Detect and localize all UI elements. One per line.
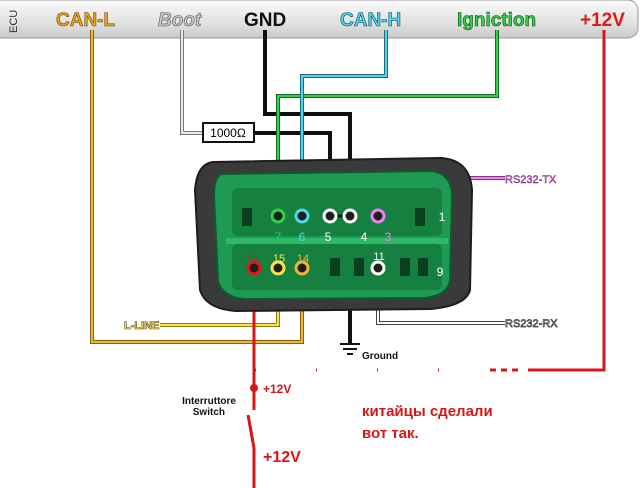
ecu-pin-gnd: GND — [244, 10, 286, 31]
ecu-pin-can-h: CAN-H — [340, 10, 401, 31]
pin-4-label: 4 — [361, 230, 368, 244]
switch-label-it: Interruttore — [182, 396, 236, 407]
switch-voltage-top: +12V — [263, 382, 291, 396]
note-line-1: китайцы сделали — [362, 403, 493, 420]
pin-16-label: 16 — [246, 253, 258, 265]
pin-11-ring — [370, 260, 386, 276]
pin-4-ring — [342, 208, 358, 224]
rs232-rx-label: RS232-RX — [505, 318, 558, 330]
switch-symbol — [246, 384, 258, 488]
pin-6-label: 6 — [299, 230, 306, 244]
rs232-tx-label: RS232-TX — [505, 174, 557, 186]
resistor — [202, 122, 255, 143]
pin-9-label: 9 — [437, 265, 444, 279]
pin-15-label: 15 — [273, 253, 285, 265]
note-line-2: вот так. — [362, 425, 419, 442]
ecu-label: ECU — [8, 10, 20, 33]
ecu-pin-boot: Boot — [158, 10, 202, 31]
ecu-header-bar — [0, 0, 639, 39]
switch-voltage-bottom: +12V — [263, 449, 301, 466]
obd2-connector — [193, 156, 474, 313]
pin-5-ring — [322, 208, 338, 224]
ground-symbol — [340, 343, 360, 355]
pin-14-ring — [294, 260, 310, 276]
ecu-pin-12v: +12V — [580, 10, 625, 31]
pin-7-ring — [270, 208, 286, 224]
switch-label-en: Switch — [193, 407, 225, 418]
ground-label: Ground — [362, 351, 398, 362]
l-line-label: L-LINE — [124, 320, 159, 332]
plus12v-wire — [528, 30, 606, 372]
pin-5-label: 5 — [325, 230, 332, 244]
pin-16-ring — [246, 260, 262, 276]
pin-3-ring — [370, 208, 386, 224]
resistor-label: 1000Ω — [210, 126, 246, 140]
boot-wire — [180, 30, 205, 135]
pin-3-label: 3 — [385, 230, 392, 244]
pin-14-label: 14 — [297, 253, 309, 265]
ecu-pin-ignition: Igniction — [457, 10, 536, 31]
ecu-pin-can-l: CAN-L — [56, 10, 115, 31]
pin-1-label: 1 — [439, 210, 446, 224]
pin-15-ring — [270, 260, 286, 276]
pin-7-label: 7 — [275, 230, 282, 244]
pin-11-label: 11 — [373, 251, 384, 263]
pin-6-ring — [294, 208, 310, 224]
